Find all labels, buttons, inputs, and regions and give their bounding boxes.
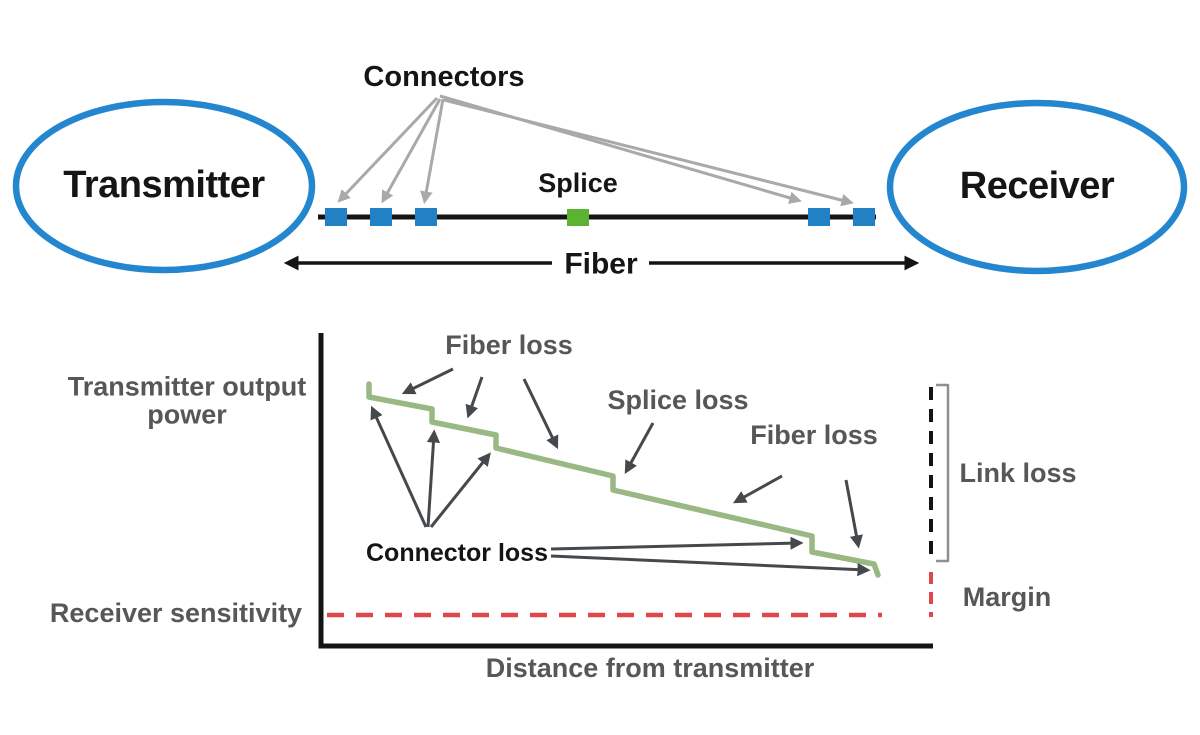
connector-square: [415, 208, 437, 226]
transmitter-label: Transmitter: [63, 164, 265, 207]
y-axis-top-label: Transmitter output power: [67, 371, 307, 430]
fiber-loss-arrow: [522, 378, 559, 450]
connector-square: [370, 208, 392, 226]
connector-loss-arrow: [426, 429, 441, 528]
receiver-ellipse: [886, 99, 1188, 275]
fiber-loss-arrow: [732, 474, 783, 504]
splice-label: Splice: [538, 167, 618, 198]
splice-loss-arrow: [624, 422, 655, 475]
connector-arrow: [337, 96, 439, 203]
link-loss-label: Link loss: [959, 457, 1077, 488]
connector-square: [853, 208, 875, 226]
splice-loss-label: Splice loss: [607, 384, 749, 415]
transmitter-ellipse: [12, 98, 316, 274]
fiber-loss-arrow: [844, 479, 863, 549]
connector-loss-arrow: [370, 405, 428, 528]
connector-loss-label: Connector loss: [366, 538, 548, 567]
fiber-loss-arrow: [465, 376, 484, 419]
connector-arrow: [443, 98, 854, 207]
connector-loss-arrow: [429, 452, 491, 528]
connector-arrow: [420, 98, 445, 204]
connector-loss-arrow: [550, 554, 871, 577]
fiber-label: Fiber: [564, 247, 638, 281]
fiber-loss-label-right: Fiber loss: [750, 419, 878, 450]
y-axis-bottom-label: Receiver sensitivity: [49, 597, 303, 628]
connectors-pointer-arrows: [337, 94, 854, 207]
link-loss-bracket: [936, 383, 950, 563]
connector-arrow: [381, 98, 442, 204]
connector-square: [808, 208, 830, 226]
connectors-label: Connectors: [363, 60, 525, 93]
annotation-arrows: [370, 367, 871, 577]
fiber-loss-arrow: [401, 367, 454, 395]
chart-axes: [318, 333, 933, 649]
power-curve: [366, 381, 881, 578]
margin-label: Margin: [962, 581, 1052, 612]
x-axis-label: Distance from transmitter: [485, 652, 815, 683]
connector-square: [325, 208, 347, 226]
fiber-loss-label-left: Fiber loss: [445, 329, 573, 360]
connector-loss-arrow: [550, 536, 804, 551]
splice-square: [567, 209, 589, 226]
receiver-label: Receiver: [959, 165, 1115, 208]
